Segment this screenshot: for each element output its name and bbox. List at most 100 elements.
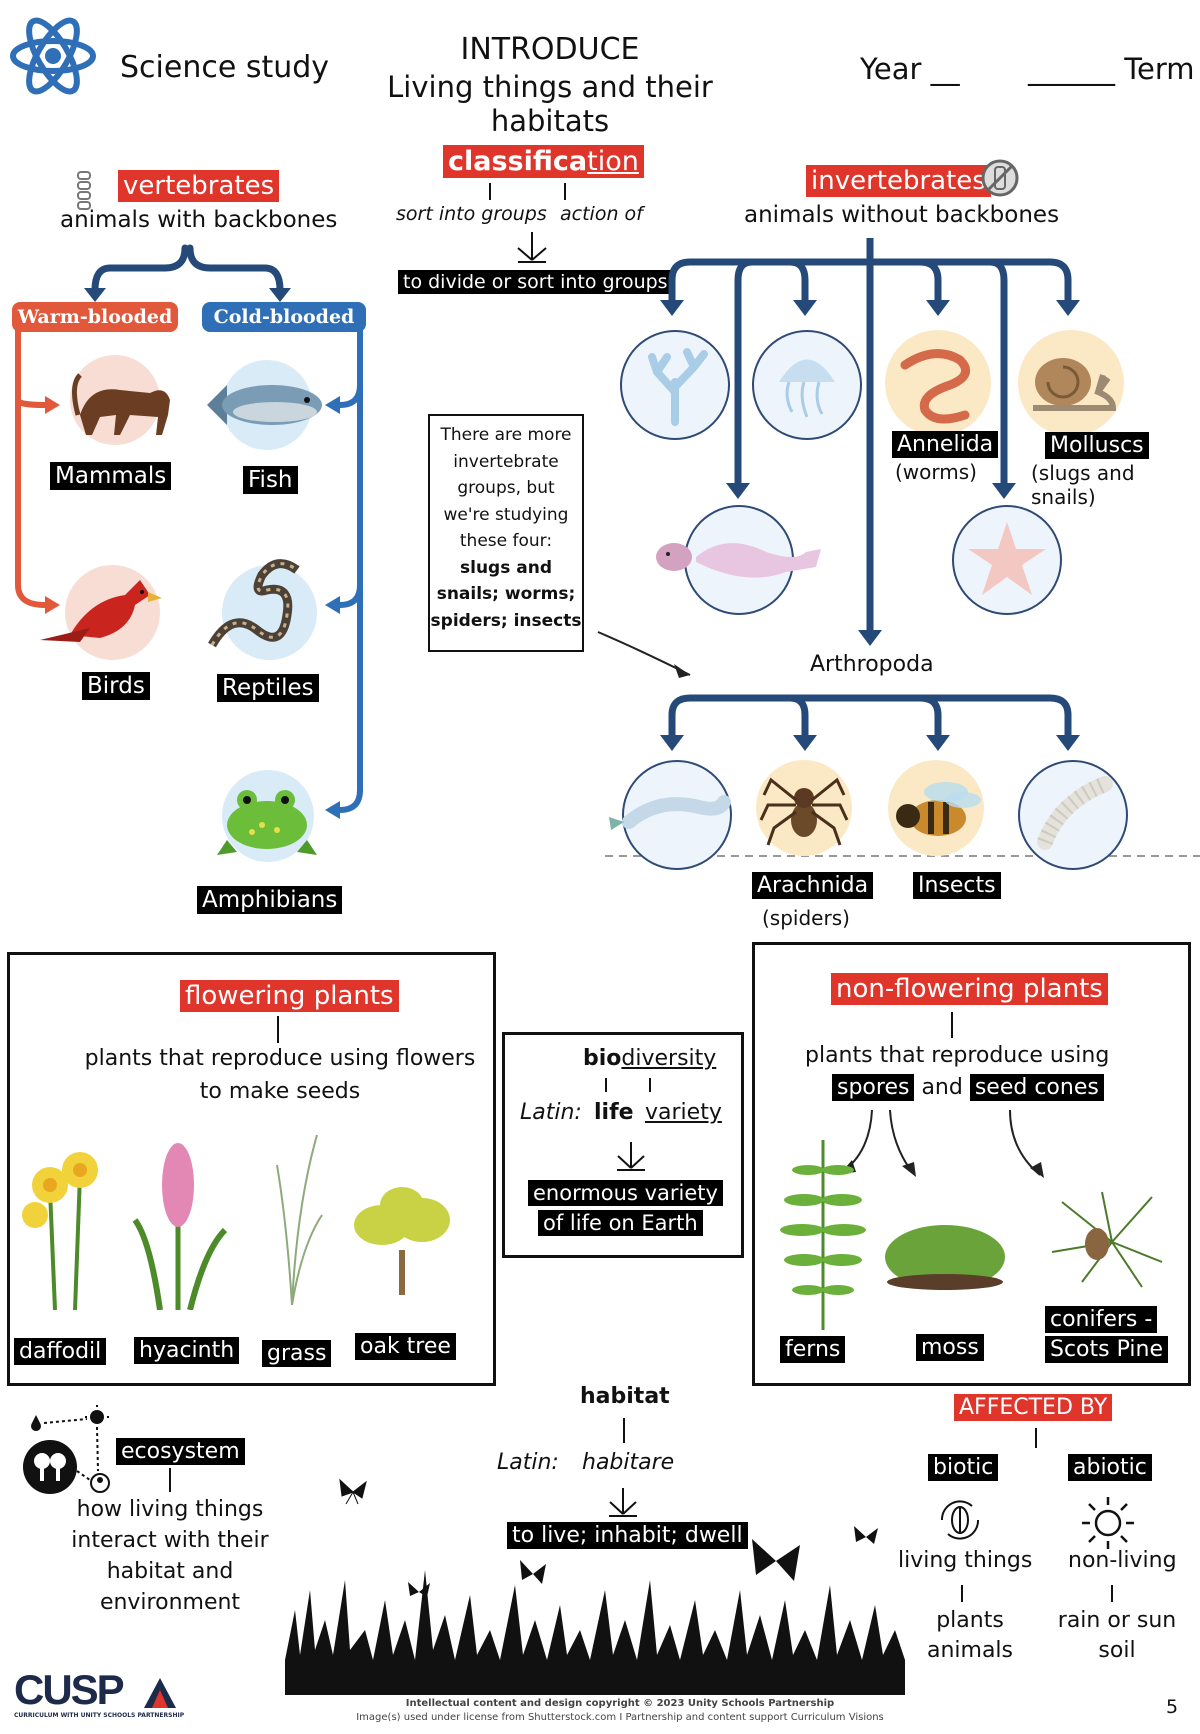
- ecosystem-def-line: environment: [99, 1590, 241, 1615]
- jellyfish-image: [752, 330, 862, 440]
- reptiles-label: Reptiles: [217, 674, 319, 702]
- snail-image: [1018, 330, 1124, 436]
- sun-icon: [1080, 1495, 1136, 1551]
- habitat-title: habitat: [580, 1384, 670, 1409]
- annelida-label: Annelida: [892, 431, 999, 458]
- note-line: these four:: [459, 531, 553, 551]
- ecosystem-icon: [22, 1405, 114, 1495]
- vertebrates-definition: animals with backbones: [60, 207, 338, 233]
- habitat-definition: to live; inhabit; dwell: [507, 1522, 748, 1549]
- classification-root: classifica: [448, 146, 588, 177]
- year-field: Year __: [860, 52, 960, 86]
- invertebrates-title: invertebrates: [806, 165, 991, 197]
- starfish-image: [952, 505, 1062, 615]
- biodiversity-suffix-meaning: variety: [645, 1100, 722, 1125]
- flowering-plants-panel: [7, 952, 496, 1386]
- butterfly-icon: [406, 1580, 432, 1604]
- butterfly-icon: [748, 1535, 804, 1587]
- butterfly-icon: [852, 1524, 880, 1550]
- spider-image: [756, 760, 852, 856]
- abiotic-description: non-living: [1068, 1548, 1177, 1573]
- biotic-description: living things: [898, 1548, 1033, 1573]
- cusp-logo-triangle: [140, 1676, 180, 1710]
- hyacinth-label: hyacinth: [134, 1337, 240, 1364]
- leaf-cycle-icon: [932, 1494, 988, 1546]
- arachnida-label: Arachnida: [752, 872, 874, 899]
- biodiversity-prefix-meaning: life: [594, 1100, 634, 1125]
- license-text: Image(s) used under license from Shutter…: [356, 1712, 884, 1723]
- biodiversity-latin-label: Latin:: [520, 1100, 582, 1125]
- coral-image: [620, 330, 730, 440]
- grass-image: [262, 1125, 332, 1305]
- biodiversity-prefix: bio: [583, 1046, 622, 1071]
- note-line: snails; worms;: [436, 584, 576, 604]
- flowering-definition-1: plants that reproduce using flowers: [84, 1046, 476, 1071]
- fish-image: [207, 360, 322, 450]
- backbone-icon: [74, 170, 94, 212]
- snake-image: [208, 559, 317, 660]
- classification-suffix-meaning: action of: [560, 203, 643, 225]
- fish-label: Fish: [243, 466, 298, 494]
- biodiversity-panel: [502, 1032, 744, 1258]
- classification-root-meaning: sort into groups: [396, 203, 547, 225]
- fern-image: [778, 1130, 868, 1330]
- conifer-label-1: conifers -: [1045, 1306, 1158, 1333]
- non-flowering-panel: [752, 942, 1191, 1386]
- hyacinth-image: [130, 1140, 230, 1310]
- cardinal-image: [40, 565, 162, 660]
- ecosystem-def-line: interact with their: [71, 1528, 269, 1553]
- oak-tree-image: [342, 1180, 462, 1300]
- warm-blooded-label: Warm-blooded: [12, 302, 178, 332]
- note-line: slugs and: [460, 557, 552, 578]
- daffodil-image: [20, 1130, 105, 1310]
- classification-definition: to divide or sort into groups: [398, 270, 673, 294]
- invertebrate-note: There are more invertebrate groups, but …: [428, 414, 584, 652]
- cold-blooded-label: Cold-blooded: [202, 302, 366, 332]
- no-backbone-icon: [980, 158, 1020, 198]
- flatworm-image: [656, 505, 821, 615]
- non-flowering-definition-1: plants that reproduce using: [805, 1043, 1110, 1068]
- birds-label: Birds: [82, 672, 150, 700]
- biodiversity-definition-2: of life on Earth: [538, 1210, 703, 1236]
- biotic-example-1: plants: [936, 1608, 1004, 1633]
- insects-label: Insects: [913, 872, 1001, 899]
- classification-title: classification: [443, 145, 644, 178]
- term-field: ______ Term: [1028, 52, 1195, 86]
- scots-pine-image: [1042, 1182, 1174, 1292]
- note-line: groups, but: [457, 478, 555, 498]
- affected-by-title: AFFECTED BY: [954, 1394, 1113, 1421]
- moss-label: moss: [916, 1334, 984, 1361]
- butterfly-icon: [516, 1558, 550, 1590]
- ecosystem-def-line: habitat and: [106, 1559, 234, 1584]
- habitat-latin-word: habitare: [582, 1450, 675, 1475]
- cat-image: [70, 355, 170, 445]
- and-label: and: [921, 1075, 963, 1100]
- moss-image: [880, 1212, 1010, 1292]
- amphibians-label: Amphibians: [197, 886, 343, 914]
- grass-silhouette: [285, 1560, 905, 1695]
- flowering-title: flowering plants: [180, 980, 399, 1012]
- grass-label: grass: [262, 1340, 332, 1367]
- cusp-logo: CUSP: [14, 1666, 125, 1713]
- butterfly-icon: [338, 1478, 368, 1506]
- unit-kicker: INTRODUCE: [460, 32, 640, 67]
- habitat-latin-label: Latin:: [497, 1450, 559, 1475]
- classification-suffix: tion: [587, 146, 639, 177]
- oak-tree-label: oak tree: [355, 1333, 456, 1360]
- arthropoda-label: Arthropoda: [810, 652, 934, 677]
- flowering-definition-2: to make seeds: [199, 1079, 361, 1104]
- biotic-label: biotic: [928, 1454, 999, 1481]
- bee-image: [888, 760, 984, 856]
- note-line: There are more: [440, 425, 572, 445]
- biodiversity-definition-1: enormous variety: [528, 1180, 723, 1206]
- invertebrates-definition: animals without backbones: [744, 202, 1060, 228]
- conifer-label-2: Scots Pine: [1045, 1336, 1168, 1363]
- molluscs-label: Molluscs: [1045, 432, 1149, 459]
- vertebrates-title: vertebrates: [118, 170, 280, 202]
